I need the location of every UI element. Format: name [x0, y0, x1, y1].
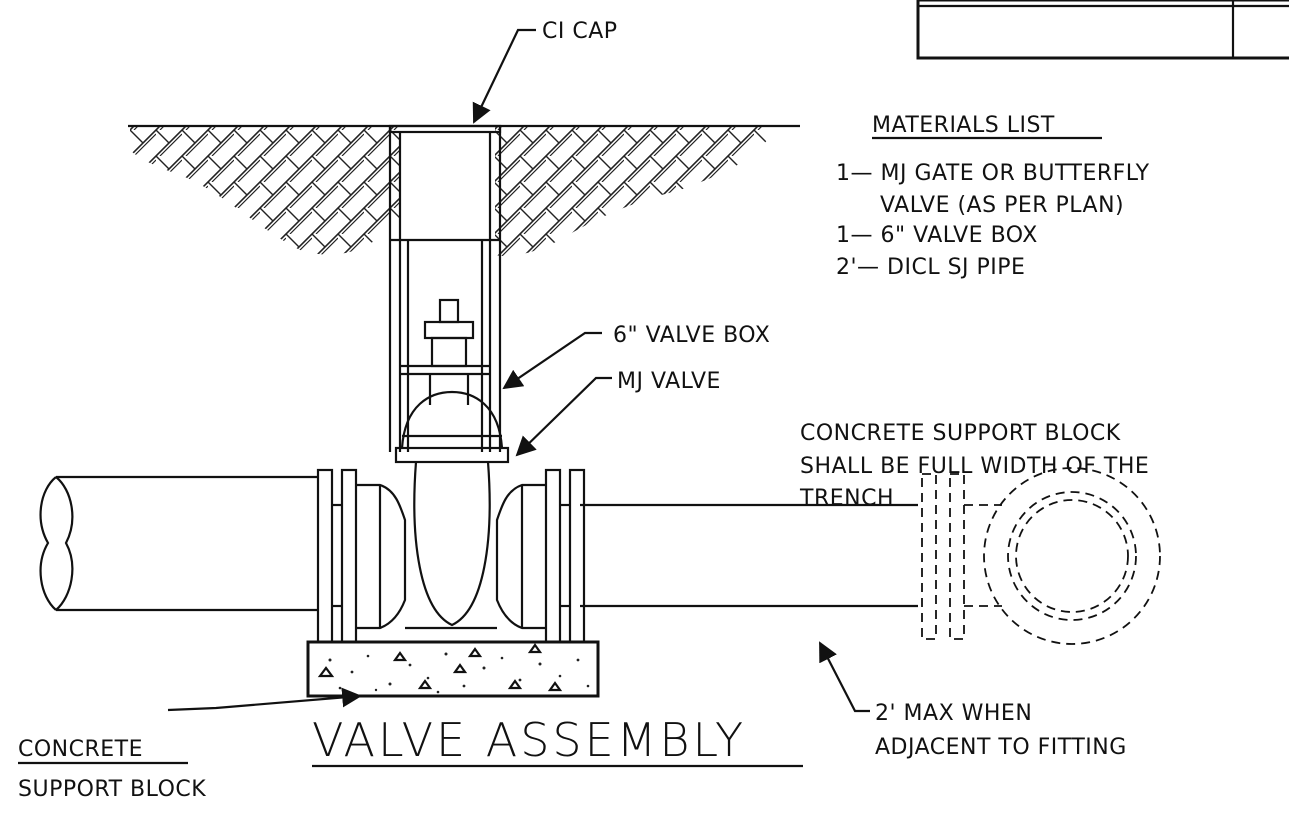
valve-box: [388, 124, 502, 452]
concrete-support-block: [306, 640, 600, 698]
max-note-line-2: ADJACENT TO FITTING: [875, 735, 1127, 760]
support-note-line-1: CONCRETE SUPPORT BLOCK: [800, 421, 1121, 446]
support-note-line-3: TRENCH: [799, 486, 894, 511]
max-note-line-1: 2' MAX WHEN: [875, 701, 1032, 726]
materials-list-heading: MATERIALS LIST: [872, 113, 1055, 138]
drawing-title: VALVE ASSEMBLY: [312, 713, 746, 767]
valve-box-label: 6" VALVE BOX: [613, 323, 770, 348]
materials-item-1-cont: VALVE (AS PER PLAN): [880, 193, 1124, 218]
mj-valve-body: [316, 390, 586, 644]
support-note-line-2: SHALL BE FULL WIDTH OF THE: [800, 454, 1149, 479]
materials-item-2: 1— 6" VALVE BOX: [836, 223, 1038, 248]
materials-item-3: 2'— DICL SJ PIPE: [836, 255, 1025, 280]
ci-cap-label: CI CAP: [542, 19, 618, 44]
title-block-corner: [916, 0, 1289, 60]
concrete-block-label-line-1: CONCRETE: [18, 737, 143, 762]
leader-lines: [167, 28, 870, 713]
materials-item-1: 1— MJ GATE OR BUTTERFLY: [836, 161, 1150, 186]
mj-valve-label: MJ VALVE: [617, 369, 721, 394]
adjacent-fitting: [921, 467, 1161, 645]
concrete-block-label-line-2: SUPPORT BLOCK: [18, 777, 206, 802]
pipe: [39, 475, 918, 612]
ground-surface: [128, 124, 800, 257]
